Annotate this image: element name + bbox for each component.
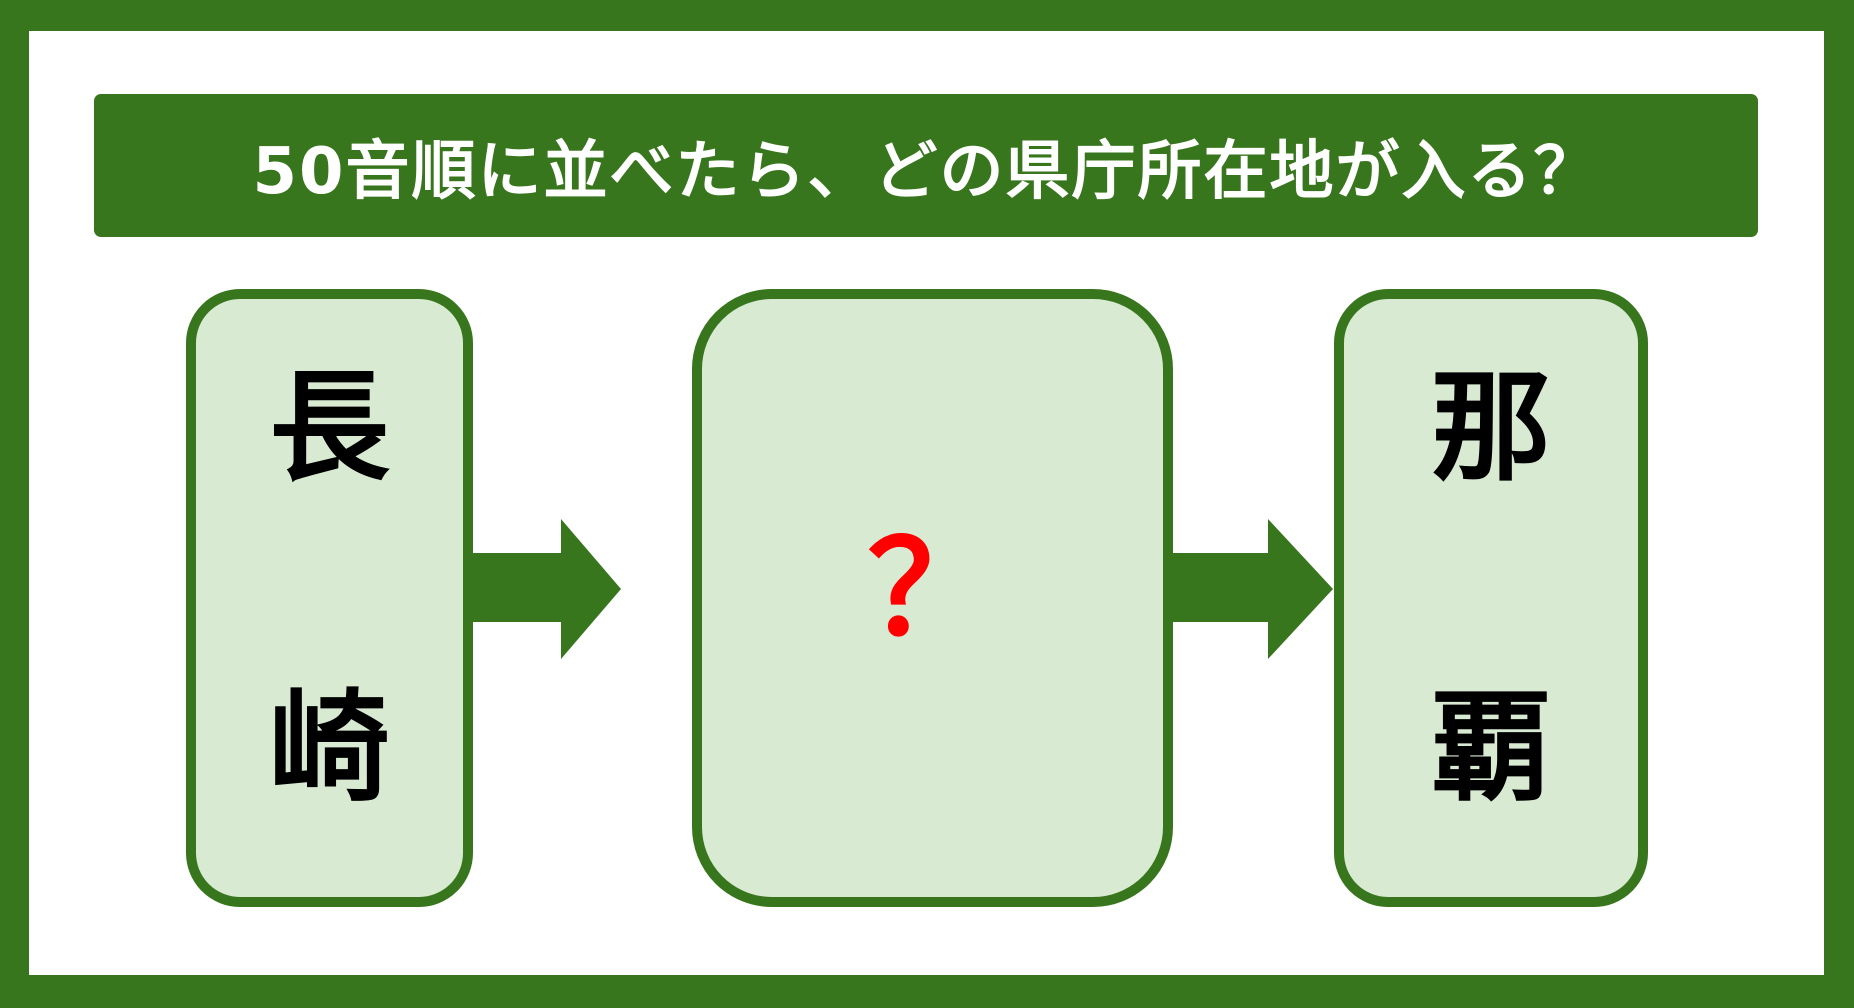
kanji-first: 那 [1431, 359, 1551, 498]
kanji-second: 崎 [269, 679, 390, 818]
question-mark: ？ [867, 513, 998, 665]
kanji-second: 覇 [1431, 679, 1551, 818]
kanji-first: 長 [269, 359, 390, 498]
quiz-title: 50音順に並べたら、どの県庁所在地が入る？ [94, 94, 1758, 237]
city-box-naha: 那 覇 [1334, 289, 1648, 907]
right-arrow-icon [1173, 519, 1333, 659]
right-arrow-icon [473, 519, 621, 659]
answer-box: ？ [692, 289, 1173, 907]
city-box-nagasaki: 長 崎 [186, 289, 473, 907]
